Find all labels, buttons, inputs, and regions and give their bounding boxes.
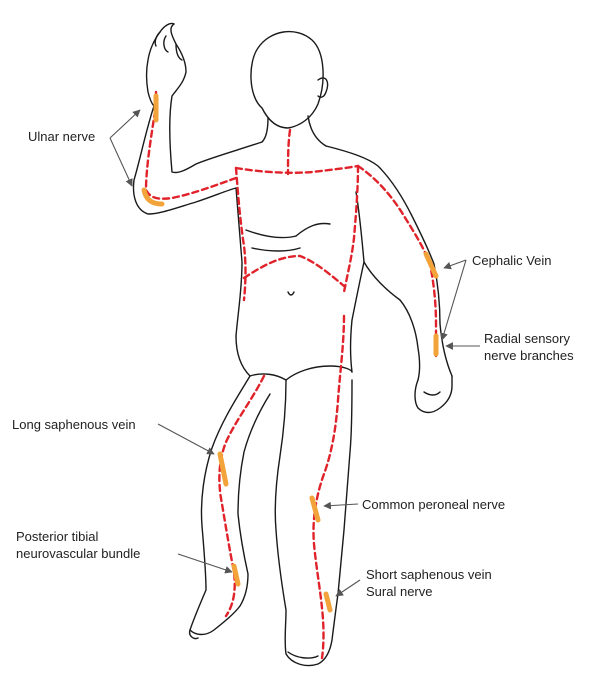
pointer-ulnar-wrist bbox=[110, 110, 140, 138]
pointer-ulnar-elbow bbox=[110, 138, 132, 186]
label-common-peroneal-nerve: Common peroneal nerve bbox=[362, 496, 505, 513]
left-leg-outline bbox=[190, 376, 270, 635]
long-saphenous-site bbox=[220, 454, 226, 484]
posterior-tibial-site bbox=[234, 566, 238, 584]
left-hand-outline bbox=[147, 23, 175, 106]
pelvis-outline bbox=[236, 336, 250, 376]
left-arm-incision bbox=[146, 92, 236, 199]
left-arm-outline bbox=[170, 24, 262, 173]
pointer-cephalic bbox=[444, 260, 466, 268]
pointer-long-saphenous bbox=[158, 424, 214, 454]
right-arm-outline bbox=[326, 146, 452, 376]
right-hand-outline bbox=[415, 376, 452, 413]
chest-upper-incision bbox=[236, 166, 358, 173]
label-ulnar-nerve: Ulnar nerve bbox=[28, 128, 95, 145]
label-short-saphenous-vein: Short saphenous vein bbox=[366, 566, 492, 583]
short-saphenous-site bbox=[326, 594, 330, 610]
common-peroneal-site bbox=[312, 498, 318, 520]
label-sural-nerve: Sural nerve bbox=[366, 583, 492, 600]
label-long-saphenous-vein: Long saphenous vein bbox=[12, 416, 136, 433]
right-arm-incision bbox=[358, 166, 436, 356]
head-outline bbox=[251, 32, 323, 128]
label-cephalic-vein: Cephalic Vein bbox=[472, 252, 552, 269]
left-leg-incision bbox=[219, 376, 264, 616]
label-radial-sensory: Radial sensory nerve branches bbox=[484, 330, 574, 364]
label-short-saphenous-sural: Short saphenous vein Sural nerve bbox=[366, 566, 492, 600]
pointer-common-peroneal bbox=[324, 504, 358, 506]
neck-incision bbox=[288, 130, 290, 174]
chest-right-incision bbox=[344, 166, 358, 292]
label-posterior-tibial: Posterior tibial neurovascular bundle bbox=[16, 528, 140, 562]
chest-lower-incision bbox=[244, 256, 344, 286]
pointer-lines bbox=[110, 110, 480, 596]
pointer-radial-a bbox=[442, 260, 466, 340]
neck-outline bbox=[262, 118, 268, 142]
